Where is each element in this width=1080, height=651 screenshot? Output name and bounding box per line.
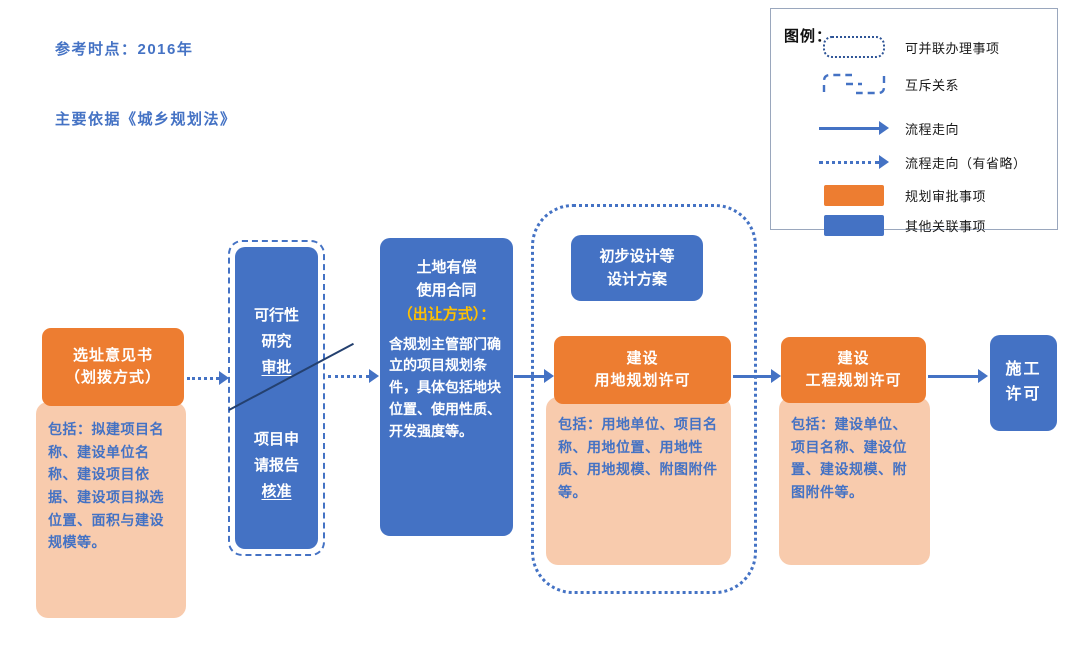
legend-item-flow-omitted: 流程走向（有省略）: [815, 149, 1027, 175]
blue-swatch: [815, 214, 893, 236]
site-selection-detail-text: 包括：拟建项目名称、建设单位名称、建设项目依据、建设项目拟选位置、面积与建设规模…: [48, 421, 164, 551]
feasibility-option2-text: 项目申 请报告: [253, 431, 299, 474]
legend-item-label: 流程走向: [905, 121, 960, 137]
land-contract-title: 土地有偿 使用合同: [416, 259, 477, 300]
land-contract-method: （出让方式）：: [397, 305, 496, 323]
project-permit-detail-text: 包括：建设单位、项目名称、建设位置、建设规模、附图附件等。: [791, 416, 907, 501]
land-contract-body: 含规划主管部门确立的项目规划条件，具体包括地块位置、使用性质、开发强度等。: [389, 335, 501, 439]
land-contract-node: 土地有偿 使用合同 （出让方式）： 含规划主管部门确立的项目规划条件，具体包括地…: [380, 238, 513, 536]
feasibility-option2-approval: 核准: [261, 483, 292, 500]
legend-item-label: 互斥关系: [905, 77, 960, 93]
project-permit-node: 建设 工程规划许可: [781, 337, 926, 403]
legal-basis-note: 主要依据《城乡规划法》: [55, 111, 237, 128]
land-use-permit-title: 建设 用地规划许可: [594, 349, 691, 390]
dotted-flow-arrow-2: [328, 369, 379, 383]
site-selection-title: 选址意见书 （划拨方式）: [64, 346, 161, 387]
project-permit-detail-box: 包括：建设单位、项目名称、建设位置、建设规模、附图附件等。: [779, 397, 930, 565]
legend-item-mutex: 互斥关系: [815, 71, 959, 97]
land-use-permit-node: 建设 用地规划许可: [554, 336, 731, 404]
land-use-permit-detail-text: 包括：用地单位、项目名称、用地位置、用地性质、用地规模、附图附件等。: [558, 416, 718, 501]
legend-item-label: 规划审批事项: [905, 188, 987, 204]
legend-item-label: 其他关联事项: [905, 218, 987, 234]
construction-permit-title: 施工 许可: [1005, 361, 1042, 403]
project-permit-title: 建设 工程规划许可: [805, 349, 902, 390]
dotted-box-symbol: [815, 36, 893, 58]
construction-permit-node: 施工 许可: [990, 335, 1057, 431]
dotted-arrow-symbol: [815, 155, 893, 169]
legend-item-label: 流程走向（有省略）: [905, 155, 1027, 171]
mutex-symbol: [815, 71, 893, 97]
legend-item-flow: 流程走向: [815, 115, 959, 141]
legend-item-parallel: 可并联办理事项: [815, 34, 1000, 60]
feasibility-option1-approval: 审批: [261, 359, 292, 376]
orange-swatch: [815, 184, 893, 206]
site-selection-detail-box: 包括：拟建项目名称、建设单位名称、建设项目依据、建设项目拟选位置、面积与建设规模…: [36, 402, 186, 618]
dotted-flow-arrow-1: [187, 371, 229, 385]
reference-time-note: 参考时点：2016年: [55, 41, 194, 58]
legend-title: 图例：: [784, 28, 833, 45]
feasibility-option1-text: 可行性 研究: [253, 307, 299, 350]
flow-arrow-3: [514, 369, 554, 383]
legend-item-other-related: 其他关联事项: [815, 212, 986, 238]
feasibility-node-dashed-frame: 可行性 研究 审批 项目申 请报告 核准: [228, 240, 325, 556]
legend-item-planning-approval: 规划审批事项: [815, 182, 986, 208]
preliminary-design-node: 初步设计等 设计方案: [571, 235, 703, 301]
legend-item-label: 可并联办理事项: [905, 40, 1000, 56]
preliminary-design-title: 初步设计等 设计方案: [599, 247, 675, 288]
parallel-group-container: [531, 204, 757, 594]
site-selection-node: 选址意见书 （划拨方式）: [42, 328, 184, 406]
land-use-permit-detail-box: 包括：用地单位、项目名称、用地位置、用地性质、用地规模、附图附件等。: [546, 397, 731, 565]
flow-arrow-5: [928, 369, 988, 383]
flow-arrow-4: [733, 369, 781, 383]
legend-box: 图例： 可并联办理事项 互斥关系 流程走向: [770, 8, 1058, 236]
feasibility-node: 可行性 研究 审批 项目申 请报告 核准: [235, 247, 318, 549]
solid-arrow-symbol: [815, 121, 893, 135]
